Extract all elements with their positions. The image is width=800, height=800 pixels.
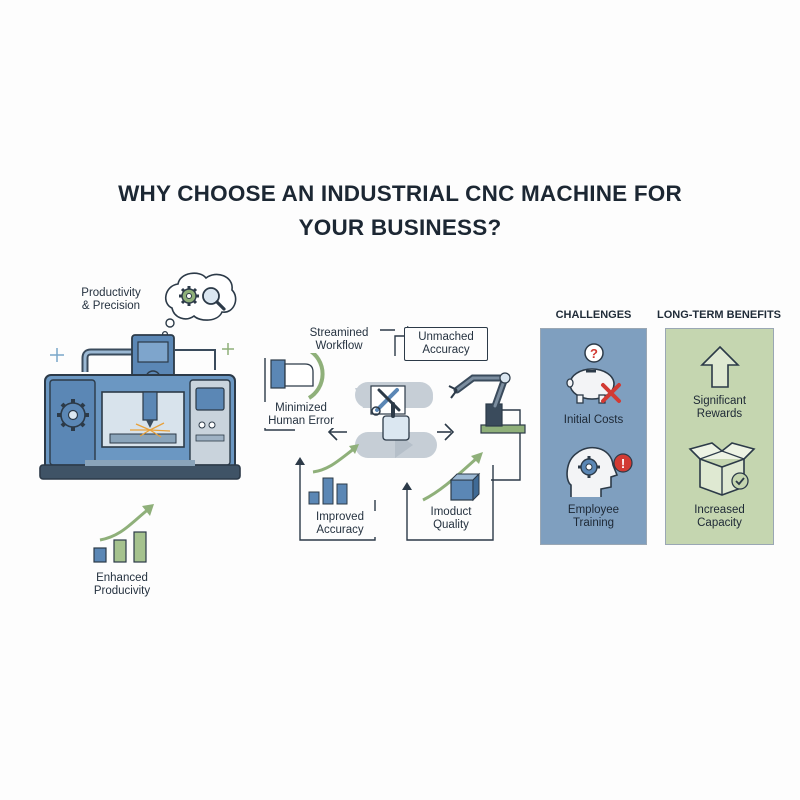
piggy-bank-icon: ?	[566, 343, 621, 404]
product-quality-label: Imoduct Quality	[412, 506, 490, 532]
initial-costs-label: Initial Costs	[563, 414, 624, 426]
svg-text:?: ?	[590, 346, 598, 361]
benefits-panel: Significant Rewards Increased Capacity	[665, 328, 774, 545]
cnc-machine-illustration	[39, 334, 241, 480]
unmatched-accuracy-label: Unmached Accuracy	[404, 327, 488, 361]
enhanced-productivity-label: Enhanced Producivity	[93, 572, 151, 597]
title-line-1: WHY CHOOSE AN INDUSTRIAL CNC MACHINE FOR	[118, 181, 682, 206]
arrow-up-icon	[700, 345, 740, 388]
page-title: WHY CHOOSE AN INDUSTRIAL CNC MACHINE FOR…	[0, 177, 800, 245]
challenges-panel: ? Initial Costs ! Employee Training	[540, 328, 647, 545]
benefits-heading: LONG-TERM BENEFITS	[656, 309, 782, 321]
open-box-icon	[688, 442, 756, 496]
sparkle-icon	[222, 343, 234, 355]
increased-capacity-label: Increased Capacity	[694, 504, 745, 529]
minimized-human-error-label: Minimized Human Error	[256, 402, 346, 428]
thought-bubble-gear-magnifier-icon	[161, 272, 237, 338]
significant-rewards-label: Significant Rewards	[692, 395, 747, 420]
svg-text:!: !	[621, 456, 625, 471]
streamlined-workflow-label: Streamined Workflow	[298, 327, 380, 353]
workflow-diagram	[264, 326, 526, 541]
growth-bar-chart-icon	[93, 504, 154, 563]
improved-accuracy-label: Improved Accuracy	[302, 511, 378, 537]
productivity-precision-label: Productivity & Precision	[81, 287, 141, 312]
sparkle-icon	[50, 348, 64, 362]
employee-training-label: Employee Training	[567, 504, 620, 529]
title-line-2: YOUR BUSINESS?	[298, 215, 502, 240]
head-gear-icon: !	[566, 446, 633, 497]
challenges-heading: CHALLENGES	[555, 309, 632, 321]
